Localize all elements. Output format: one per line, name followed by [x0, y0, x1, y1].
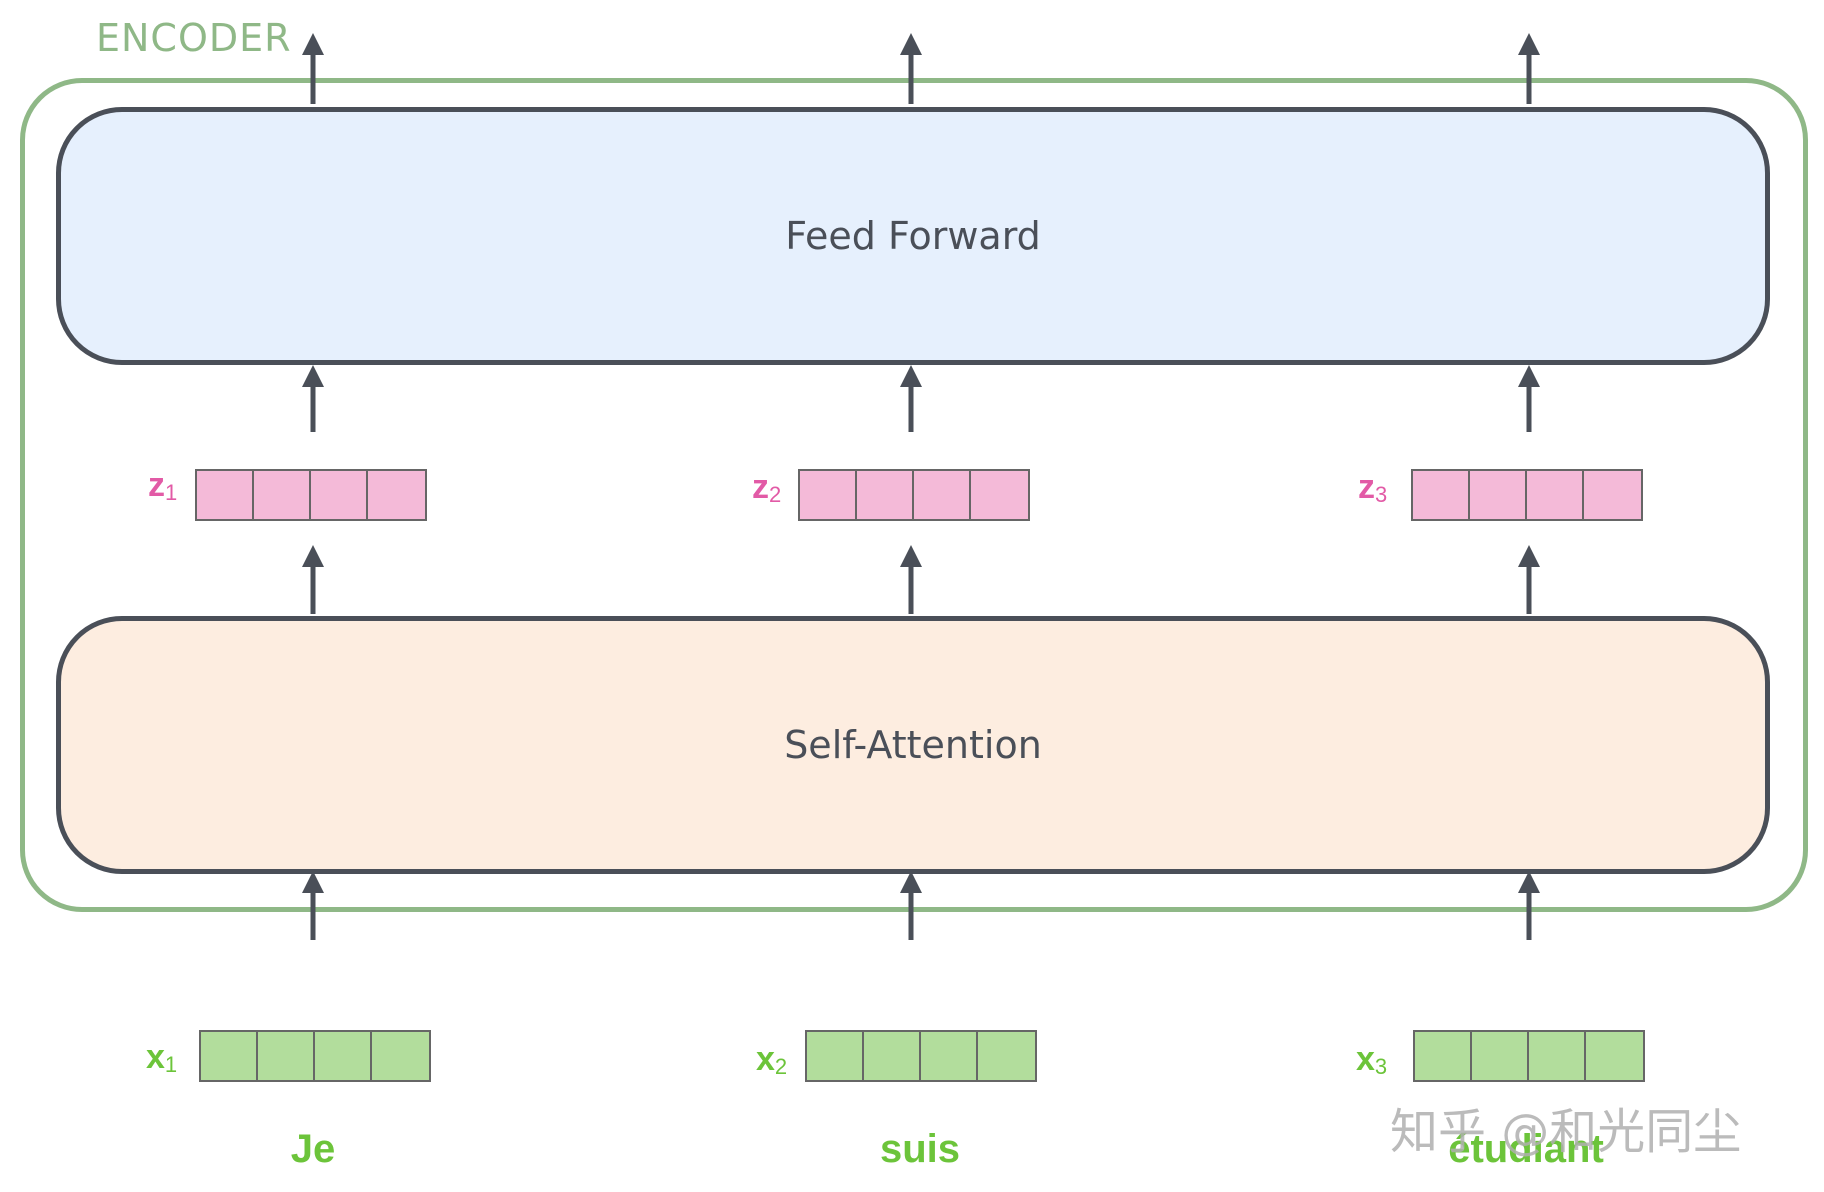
- z1-vector: [195, 469, 427, 521]
- watermark: 知乎 @和光同尘: [1390, 1104, 1742, 1160]
- z1-cell: [197, 471, 254, 519]
- encoder-frame: [20, 78, 1808, 912]
- self-attention-label: Self-Attention: [784, 723, 1042, 767]
- x3-cell: [1529, 1032, 1586, 1080]
- z1-cell: [254, 471, 311, 519]
- x2-vector: [805, 1030, 1037, 1082]
- x2-label: x2: [756, 1040, 788, 1079]
- x1-label: x1: [146, 1038, 178, 1077]
- x3-vector: [1413, 1030, 1645, 1082]
- z3-vector: [1411, 469, 1643, 521]
- z2-cell: [857, 471, 914, 519]
- x2-cell: [921, 1032, 978, 1080]
- input-word-1: Je: [290, 1127, 336, 1171]
- z3-cell: [1527, 471, 1584, 519]
- x1-cell: [258, 1032, 315, 1080]
- input-word-2: suis: [879, 1127, 961, 1171]
- x2-cell: [864, 1032, 921, 1080]
- z2-vector: [798, 469, 1030, 521]
- x3-label: x3: [1356, 1040, 1388, 1079]
- z2-cell: [800, 471, 857, 519]
- encoder-label: ENCODER: [96, 16, 292, 60]
- input-word-3: étudiant: [1448, 1127, 1604, 1171]
- x3-cell: [1472, 1032, 1529, 1080]
- z1-cell: [311, 471, 368, 519]
- x1-vector: [199, 1030, 431, 1082]
- z2-label: z2: [752, 468, 782, 507]
- z2-cell: [914, 471, 971, 519]
- z3-cell: [1470, 471, 1527, 519]
- z1-label: z1: [148, 466, 178, 505]
- x1-cell: [201, 1032, 258, 1080]
- x1-cell: [315, 1032, 372, 1080]
- x3-cell: [1415, 1032, 1472, 1080]
- feed-forward-label: Feed Forward: [785, 214, 1041, 258]
- self-attention-layer: Self-Attention: [56, 616, 1770, 874]
- x2-cell: [807, 1032, 864, 1080]
- z3-label: z3: [1358, 468, 1388, 507]
- z3-cell: [1413, 471, 1470, 519]
- feed-forward-layer: Feed Forward: [56, 107, 1770, 365]
